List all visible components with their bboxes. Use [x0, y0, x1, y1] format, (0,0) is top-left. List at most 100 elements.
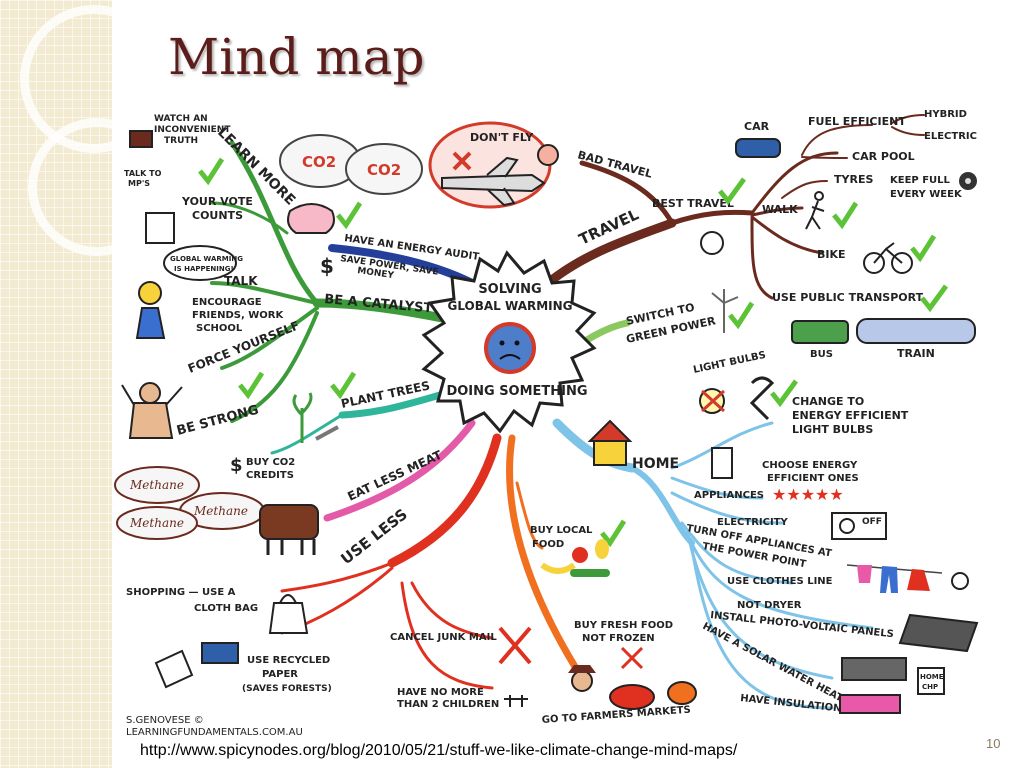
electricity-branch [670, 491, 784, 525]
shirt-icon [857, 565, 872, 583]
check-icon [832, 201, 859, 230]
bad-travel-branch [579, 160, 675, 226]
bike-wheel-icon [863, 252, 885, 274]
piggy-bank-icon [287, 203, 335, 234]
cloth-bag-icon [268, 594, 309, 634]
tv-icon [129, 130, 153, 148]
source-url-link[interactable]: http://www.spicynodes.org/blog/2010/05/2… [140, 742, 738, 759]
center-line-2: GLOBAL WARMING [447, 299, 572, 313]
home-chp-label-2: CHP [922, 683, 938, 691]
slide-title: Mind map [168, 28, 425, 86]
train-icon [856, 318, 976, 344]
car-icon [735, 138, 781, 158]
tyre-hub-icon [965, 178, 971, 184]
catalyst-label: BE A CATALYST [324, 292, 433, 316]
check-icon [770, 379, 799, 408]
buy-local-label-2: FOOD [532, 539, 564, 550]
home-chp-icon [917, 667, 945, 695]
fuel-branch [801, 124, 873, 156]
credit-line-1: S.GENOVESE © [126, 715, 204, 726]
encourage-label-2: FRIENDS, WORK [192, 310, 284, 321]
talk-mps-label-2: MP'S [128, 179, 150, 188]
train-label: TRAIN [897, 347, 935, 360]
woman-head-icon [138, 281, 162, 305]
use-less-section: USE LESS SHOPPING — USE A CLOTH BAG USE … [126, 505, 532, 710]
car-label: CAR [744, 120, 770, 133]
seedling-icon [292, 392, 313, 443]
wind-turbine-icon [711, 289, 739, 333]
farmer-icon [571, 670, 593, 692]
bike-frame-icon [873, 242, 903, 264]
junk-branch [410, 581, 494, 640]
catalyst-branch [312, 298, 447, 323]
sad-earth-icon [484, 322, 536, 374]
keep-full-label-2: EVERY WEEK [890, 189, 963, 200]
car-pool-label: CAR POOL [852, 150, 915, 163]
appliances-label: APPLIANCES [694, 490, 764, 501]
central-node: SOLVING GLOBAL WARMING DOING SOMETHING [421, 250, 597, 434]
audit-branch [328, 244, 476, 287]
co2-cloud [345, 143, 423, 195]
energy-stars: ★★★★★ [772, 485, 844, 504]
light-bulbs-label: LIGHT BULBS [692, 350, 767, 376]
walker-icon [805, 200, 825, 230]
sad-earth-eye-icon [499, 340, 505, 346]
electricity-label: ELECTRICITY [717, 517, 788, 528]
house-icon [587, 419, 633, 442]
shopping-label-1: SHOPPING — USE A [126, 587, 236, 598]
recycled-label-2: PAPER [262, 669, 298, 680]
pumpkin-icon [667, 681, 697, 705]
tyres-branch [781, 180, 828, 199]
methane-label: Methane [129, 478, 184, 492]
electric-branch [891, 126, 925, 136]
sad-earth-mouth-icon [499, 354, 521, 360]
force-branch [220, 306, 319, 370]
change-label-3: LIGHT BULBS [792, 423, 873, 436]
gw-bubble-label-2: IS HAPPENING! [174, 265, 234, 273]
center-line-1: SOLVING [478, 282, 541, 297]
appliances-branch [670, 476, 764, 500]
check-icon [198, 157, 225, 186]
shopping-branch [280, 561, 394, 593]
food-branch [506, 434, 586, 682]
insulation-branch [690, 546, 834, 710]
junk-mail-label: CANCEL JUNK MAIL [390, 632, 497, 643]
walk-label: WALK [762, 203, 798, 216]
sad-earth-eye-icon [514, 340, 520, 346]
keep-full-label-1: KEEP FULL [890, 175, 951, 186]
bulbs-branch [670, 421, 774, 470]
vote-label-2: COUNTS [192, 209, 243, 222]
clothes-line-label: USE CLOTHES LINE [727, 576, 833, 587]
cross-icon [452, 151, 472, 171]
clothes-branch [680, 521, 794, 585]
bike-label: BIKE [817, 248, 846, 261]
off-label: OFF [862, 517, 882, 527]
co2-label: CO2 [302, 153, 336, 171]
buy-local-label-1: BUY LOCAL [530, 525, 593, 536]
mind-map-image: SOLVING GLOBAL WARMING DOING SOMETHING T… [112, 103, 992, 740]
be-strong-label: BE STRONG [175, 403, 260, 439]
check-icon [238, 371, 265, 400]
walk-branch [750, 206, 804, 217]
strong-branch [230, 311, 319, 423]
recycled-label-1: USE RECYCLED [247, 655, 330, 666]
home-label: HOME [632, 456, 679, 472]
trowel-icon [315, 425, 339, 441]
credit-line-2: LEARNINGFUNDAMENTALS.COM.AU [126, 727, 303, 738]
branches [210, 114, 925, 710]
cucumber-icon [570, 569, 610, 577]
best-travel-branch [669, 209, 755, 226]
co2-label: CO2 [367, 161, 401, 179]
solar-panel-icon [898, 613, 979, 653]
gw-bubble-label-1: GLOBAL WARMING [170, 255, 243, 263]
methane-label: Methane [129, 516, 184, 530]
learn-more-branch [229, 140, 320, 306]
insulation-icon [839, 694, 901, 714]
hybrid-branch [891, 114, 925, 124]
not-dryer-label: NOT DRYER [737, 600, 802, 611]
buy-co2-label-1: BUY CO2 [246, 457, 295, 468]
apple-basket-icon [609, 684, 655, 710]
change-label-2: ENERGY EFFICIENT [792, 409, 909, 422]
paper-icon [154, 649, 194, 689]
methane-cloud [116, 506, 198, 540]
